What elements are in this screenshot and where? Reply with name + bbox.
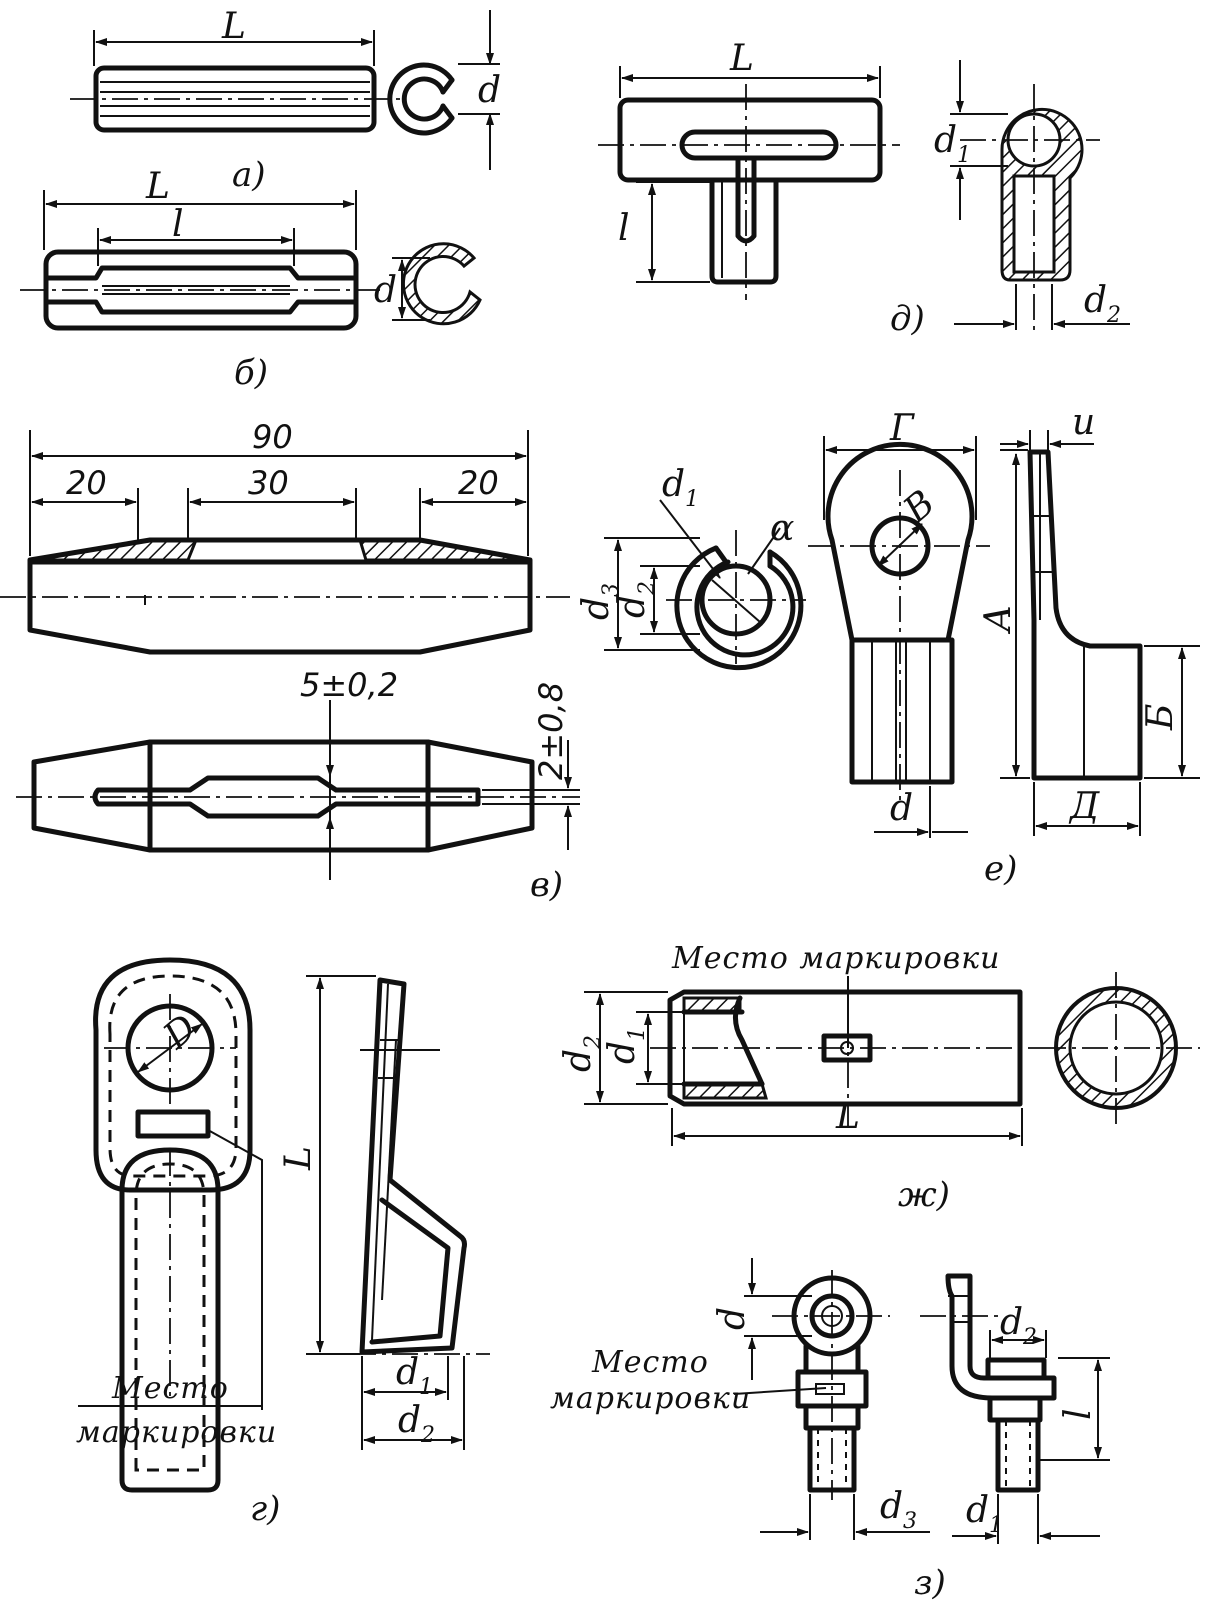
note-marking-zh: Место маркировки (671, 941, 1000, 976)
label-d1: d1 (602, 1027, 650, 1064)
note-marking-z-2: маркировки (550, 1381, 751, 1416)
dim-left: 20 (66, 464, 107, 502)
lug-side-view (945, 1273, 1057, 1401)
ring-section (401, 242, 482, 326)
label-L: L (835, 1096, 860, 1137)
caption-e: е) (984, 849, 1017, 889)
label-A: А (978, 605, 1019, 635)
note-marking-g-1: Место (111, 1371, 229, 1406)
label-d2: d2 (612, 581, 660, 618)
caption-d: д) (890, 299, 925, 339)
caption-z: з) (914, 1563, 946, 1603)
sleeve-top-view (27, 537, 533, 655)
t-connector-body (617, 97, 883, 183)
figure-g: D Место маркировки L d1 d2 г) (76, 957, 490, 1529)
figure-zh: Место маркировки d2 d1 L ж) (558, 941, 1200, 1215)
label-d3: d3 (880, 1486, 917, 1534)
label-d: d (712, 1307, 753, 1330)
figure-b: L l d б) (20, 166, 482, 393)
lug-palm (825, 441, 975, 643)
label-L: L (221, 6, 246, 47)
caption-g: г) (250, 1489, 280, 1529)
label-u: u (1072, 402, 1095, 443)
sleeve-body (667, 989, 1023, 1107)
dim-mid: 30 (248, 464, 289, 502)
slot (92, 775, 481, 819)
label-alpha: α (770, 508, 794, 549)
dim-right: 20 (458, 464, 499, 502)
lug-side-view (1027, 449, 1143, 781)
label-d1: d1 (396, 1352, 433, 1400)
caption-zh: ж) (898, 1175, 950, 1215)
dim-slot: 2±0,8 (532, 682, 570, 780)
figure-a: L d а) (70, 6, 501, 195)
figure-d: L l d1 d2 д) (598, 38, 1130, 339)
figure-e: В Г d А u Б Д е) (808, 402, 1200, 889)
label-L: L (145, 166, 170, 207)
label-l: l (172, 204, 184, 245)
caption-a: а) (232, 155, 266, 195)
dim-total: 90 (252, 418, 293, 456)
label-d: d (890, 788, 913, 829)
dim-gap: 5±0,2 (300, 666, 398, 704)
label-d1: d1 (934, 120, 971, 168)
label-d2: d2 (398, 1400, 435, 1448)
lug-barrel (849, 637, 955, 785)
label-Bb: Б (1140, 704, 1181, 731)
note-marking-g-2: маркировки (76, 1415, 277, 1450)
figure-v: 90 20 30 20 5±0,2 2±0,8 в) (0, 418, 580, 905)
label-d: d (374, 270, 397, 311)
caption-b: б) (234, 353, 268, 393)
label-d3: d3 (576, 583, 624, 620)
label-G: Г (889, 408, 915, 449)
figure-z: d Место маркировки d3 d2 l d1 з) (550, 1258, 1110, 1603)
label-d2: d2 (558, 1035, 606, 1072)
label-d: d (478, 70, 501, 111)
lug-barrel (119, 1147, 221, 1493)
label-B: В (895, 483, 942, 532)
sleeve-section-view (31, 739, 535, 853)
marking-spot (135, 1109, 211, 1139)
label-d2: d2 (1084, 280, 1121, 328)
label-d1: d1 (966, 1490, 1003, 1538)
label-d2: d2 (1000, 1302, 1037, 1350)
label-d1: d1 (662, 464, 699, 512)
label-D: Д (1068, 786, 1100, 827)
note-marking-z-1: Место (591, 1345, 709, 1380)
ring-section (387, 62, 455, 136)
caption-v: в) (530, 865, 563, 905)
label-l: l (618, 208, 630, 249)
label-L: L (729, 38, 754, 79)
lug-side-view (359, 977, 467, 1355)
ring-detail: d1 α d3 d2 (576, 464, 806, 671)
outer-ring (674, 545, 804, 671)
label-l: l (1058, 1408, 1099, 1420)
label-L: L (278, 1146, 319, 1171)
lug-front (93, 957, 253, 1193)
